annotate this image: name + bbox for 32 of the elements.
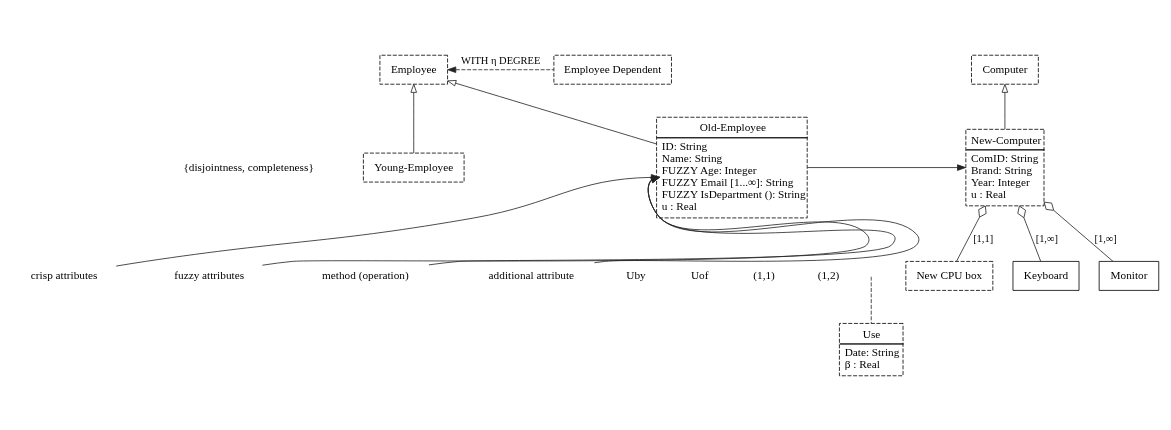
label: Uof [690, 268, 709, 281]
edge-label: WITH η DEGREE [461, 54, 541, 66]
node-box: Monitor [1098, 260, 1160, 291]
label: {disjointness, completeness} [183, 160, 314, 173]
edge-label: [1,1] [973, 232, 994, 244]
edge-label: [1,∞] [1035, 232, 1058, 244]
arrow [428, 176, 896, 265]
connector [1017, 205, 1042, 262]
label: Uby [626, 268, 646, 281]
node-text: method (operation) [322, 268, 409, 281]
connector [1043, 201, 1114, 262]
label: (1,2) [817, 268, 840, 281]
arrow [410, 83, 417, 153]
connector [956, 205, 987, 262]
node-box: Computer [971, 54, 1039, 85]
arrow [447, 66, 554, 73]
arrow [594, 176, 920, 263]
node-text: crisp attributes [30, 268, 98, 281]
edge-label: [1,∞] [1094, 232, 1117, 244]
label: (1,1) [753, 268, 775, 281]
arrow [261, 176, 870, 266]
node-box: Young-Employee [363, 152, 465, 182]
node-box: Employee [379, 54, 448, 85]
arrow [447, 79, 657, 144]
arrow [806, 163, 966, 171]
node-box: Keyboard [1012, 260, 1080, 291]
node-box: New CPU box [905, 260, 994, 291]
connector [870, 275, 872, 323]
node-text: additional attribute [488, 268, 575, 281]
arrow [1001, 83, 1009, 130]
node-text: fuzzy attributes [174, 268, 245, 281]
node-box: Employee Dependent [553, 54, 672, 85]
